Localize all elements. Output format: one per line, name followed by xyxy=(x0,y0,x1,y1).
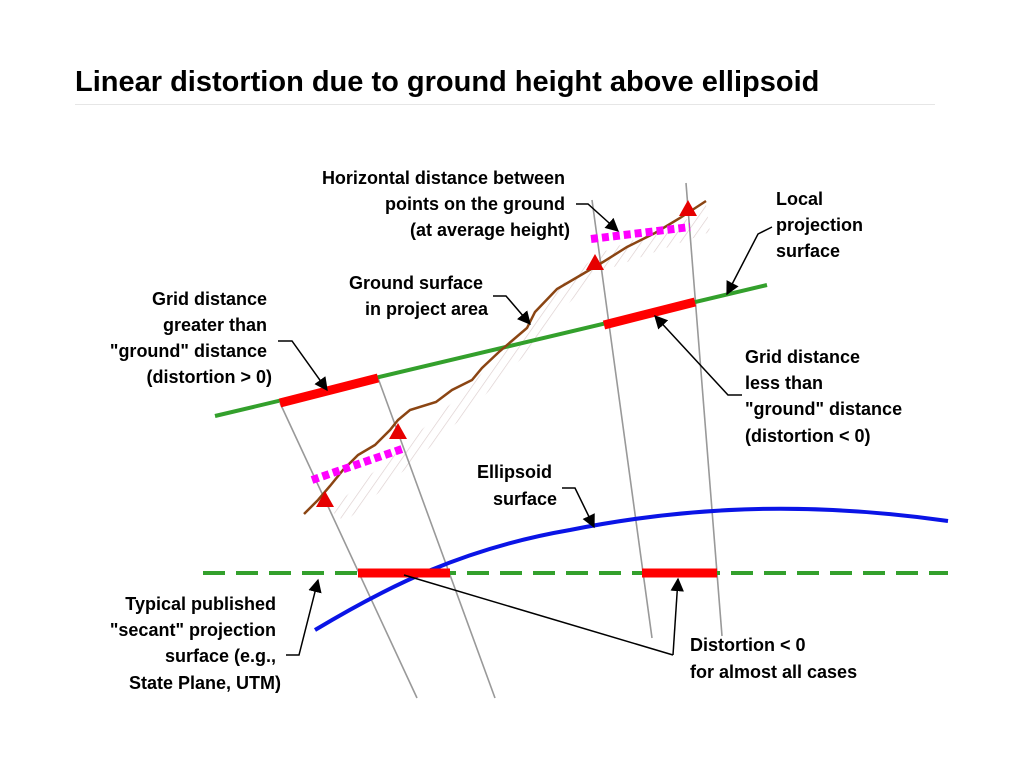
leader-distortion-to-left xyxy=(403,574,674,656)
leader-ground-surface xyxy=(493,295,531,326)
leader-horizontal-distance xyxy=(576,203,620,232)
slide-title: Linear distortion due to ground height a… xyxy=(75,66,820,98)
triangle-marker-icon xyxy=(679,200,697,216)
projector-line xyxy=(591,199,653,639)
label-grid-greater: Grid distance greater than "ground" dist… xyxy=(110,289,272,387)
leader-secant xyxy=(286,578,322,656)
label-distortion-negative: Distortion < 0 for almost all cases xyxy=(690,635,857,682)
grid-segment-upper-left xyxy=(278,373,380,408)
title-underline xyxy=(75,104,935,105)
leader-grid-greater xyxy=(278,340,328,392)
projector-line xyxy=(279,402,418,699)
ground-point-markers xyxy=(316,200,697,507)
label-secant: Typical published "secant" projection su… xyxy=(110,594,281,693)
projector-line xyxy=(685,182,723,637)
triangle-marker-icon xyxy=(316,491,334,507)
label-ground-surface: Ground surface in project area xyxy=(349,273,489,319)
triangle-marker-icon xyxy=(389,423,407,439)
ground-distance-segment-left xyxy=(310,444,407,484)
leader-grid-less xyxy=(654,315,742,396)
label-ellipsoid: Ellipsoid surface xyxy=(477,462,557,509)
triangle-marker-icon xyxy=(586,254,604,270)
leader-lines xyxy=(278,203,773,656)
ground-band-shading xyxy=(330,205,710,522)
ground-distance-segment-right xyxy=(590,223,691,243)
leader-distortion-to-right xyxy=(670,577,684,656)
leader-ellipsoid xyxy=(562,487,595,529)
label-grid-less: Grid distance less than "ground" distanc… xyxy=(745,347,907,446)
ground-surface-line xyxy=(303,199,707,515)
leader-local-projection xyxy=(726,226,773,296)
grid-segment-upper-right xyxy=(602,297,697,330)
label-local-projection: Local projection surface xyxy=(776,189,868,261)
ellipsoid-curve xyxy=(313,506,949,632)
label-horizontal-distance: Horizontal distance between points on th… xyxy=(322,168,570,240)
projector-lines xyxy=(279,182,723,699)
grid-distance-segments xyxy=(278,297,717,578)
